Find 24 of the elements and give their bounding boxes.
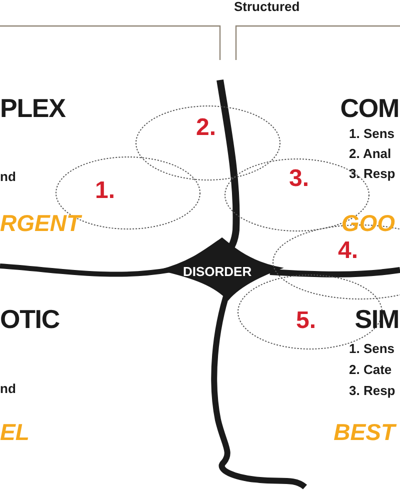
step-number: 3.	[289, 167, 310, 191]
step-text: 2. Anal	[349, 147, 392, 160]
step-text: nd	[0, 382, 16, 395]
step-text: 2. Cate	[349, 363, 392, 376]
step-number: 1.	[95, 179, 116, 203]
step-number: 4.	[338, 239, 358, 263]
domain-heading: SIM	[354, 306, 399, 332]
step-number: 5.	[296, 309, 316, 333]
step-text: 3. Resp	[349, 384, 396, 397]
domain-heading: COM	[340, 95, 399, 121]
center-label: DISORDER	[183, 265, 252, 278]
step-text: 1. Sens	[349, 342, 395, 355]
step-text: 3. Resp	[349, 167, 396, 180]
axis-label: Structured	[234, 0, 300, 13]
step-text: 1. Sens	[349, 127, 395, 140]
practice-label: EL	[0, 421, 30, 444]
practice-label: RGENT	[0, 212, 84, 235]
step-number: 2.	[196, 116, 216, 140]
practice-label: BEST	[334, 421, 398, 444]
step-text: nd	[0, 170, 16, 183]
dashed-ellipse	[135, 105, 281, 181]
practice-label: GOO	[341, 212, 396, 235]
domain-heading: OTIC	[0, 306, 60, 332]
domain-heading: PLEX	[0, 95, 66, 121]
